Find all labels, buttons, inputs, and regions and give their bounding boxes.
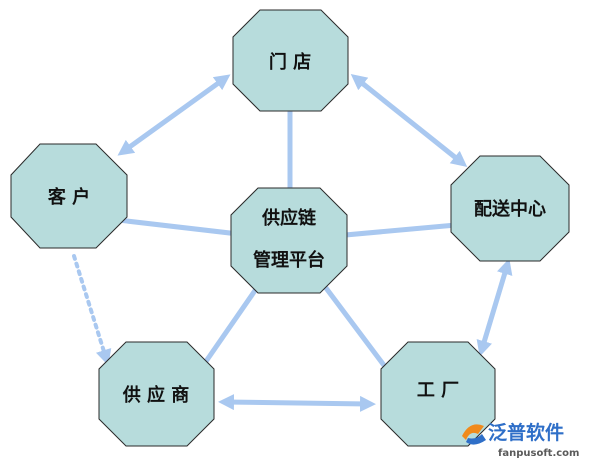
- arrow-store-distribution: [350, 74, 468, 167]
- arrows: [72, 74, 513, 412]
- node-store-shape: [232, 9, 349, 112]
- node-factory-label: 工 厂: [417, 380, 459, 401]
- node-customer-shape: [10, 143, 128, 249]
- node-distribution: 配送中心: [450, 155, 570, 262]
- arrow-supplier-factory: [218, 394, 376, 412]
- node-supplier-label: 供 应 商: [122, 384, 190, 406]
- brand-logo-icon: [462, 424, 486, 445]
- node-supplier-shape: [98, 341, 215, 447]
- node-platform-label-line2: 管理平台: [253, 249, 325, 271]
- node-platform: 供应链 管理平台: [230, 187, 348, 294]
- node-store-label: 门 店: [269, 51, 311, 73]
- node-customer: 客 户: [10, 143, 128, 249]
- watermark-url: fanpusoft.com: [498, 448, 579, 459]
- node-distribution-label: 配送中心: [474, 198, 546, 220]
- arrow-customer-store: [117, 74, 231, 156]
- node-distribution-shape: [450, 155, 570, 262]
- arrow-distribution-factory: [476, 258, 513, 357]
- watermark-brand: 泛普软件: [488, 421, 564, 444]
- node-customer-label: 客 户: [48, 186, 90, 208]
- node-platform-shape: [230, 187, 348, 294]
- arrow-customer-supplier-dotted: [72, 254, 112, 366]
- watermark: 泛普软件 fanpusoft.com: [462, 421, 579, 459]
- node-platform-label-line1: 供应链: [261, 207, 317, 229]
- node-store: 门 店: [232, 9, 349, 112]
- node-supplier: 供 应 商: [98, 341, 215, 447]
- node-factory: 工 厂: [380, 341, 496, 447]
- node-factory-shape: [380, 341, 496, 447]
